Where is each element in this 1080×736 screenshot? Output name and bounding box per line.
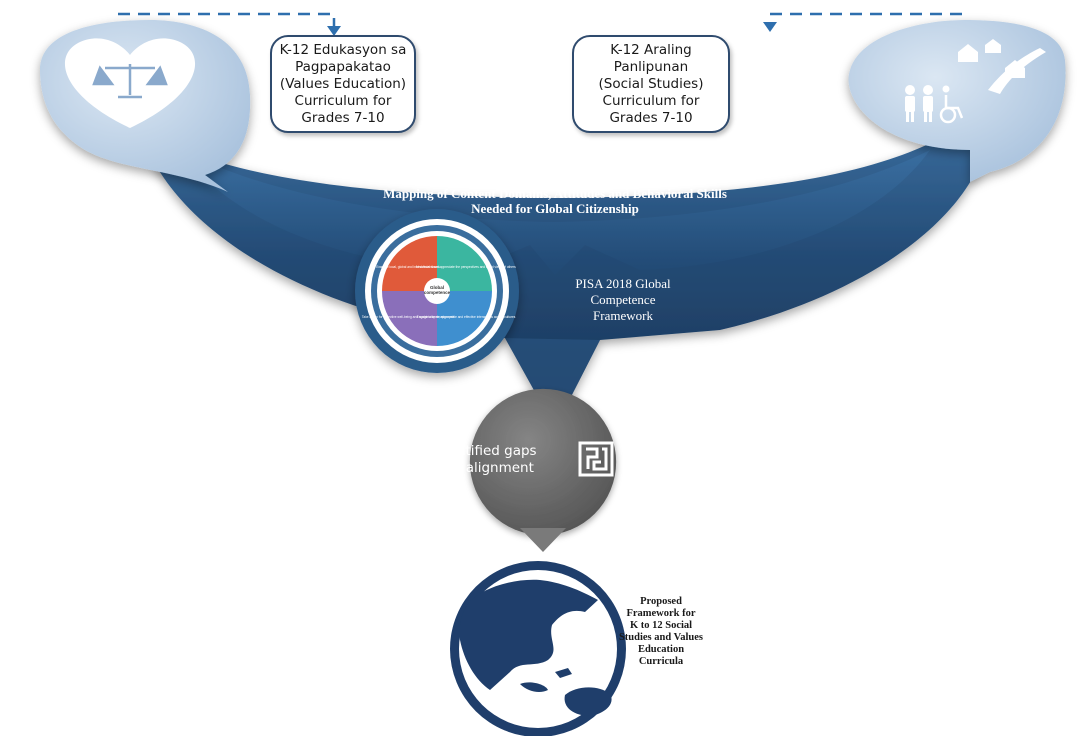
gaps-label: Identified gaps and alignment xyxy=(436,443,537,476)
scales-icon xyxy=(92,64,168,99)
arrow-head-right xyxy=(763,22,777,32)
maze-icon xyxy=(578,441,614,477)
wheelchair-icon xyxy=(939,85,964,124)
globe-icon xyxy=(450,561,626,736)
proposed-framework-label: Proposed Framework for K to 12 Social St… xyxy=(618,596,704,667)
pisa-segment-purple xyxy=(382,291,437,346)
gaps-circle xyxy=(469,388,617,536)
continent-asia xyxy=(459,579,598,690)
pisa-segment-text-4: Take action for collective well-being an… xyxy=(362,315,454,319)
pisa-segment-text-1: Examine local, global and intercultural … xyxy=(376,265,440,269)
funnel-tip-highlight xyxy=(505,338,600,428)
gaps-arrow-down xyxy=(520,528,566,552)
mapping-banner-highlight xyxy=(180,150,930,275)
pisa-segment-text-3: Engage in open, appropriate and effectiv… xyxy=(417,315,516,319)
social-pin xyxy=(848,20,1066,182)
pisa-framework-graphic xyxy=(355,209,519,373)
pisa-segment-teal xyxy=(437,236,492,291)
mapping-title: Mapping of Content Domains, Attitudes an… xyxy=(383,186,727,216)
people-icon xyxy=(905,85,933,122)
continent-australia xyxy=(564,687,612,716)
values-education-box: K-12 Edukasyon sa Pagpapakatao (Values E… xyxy=(270,35,416,133)
mapping-banner-shape xyxy=(140,120,985,428)
social-studies-box: K-12 Araling Panlipunan (Social Studies)… xyxy=(572,35,730,133)
pisa-segment-text-2: Understand and appreciate the perspectiv… xyxy=(416,265,516,269)
pisa-segment-red xyxy=(382,236,437,291)
pisa-segment-blue xyxy=(437,291,492,346)
arrow-head-left xyxy=(327,26,341,36)
pisa-label: PISA 2018 Global Competence Framework xyxy=(575,276,671,323)
dashed-connector-right xyxy=(768,12,962,22)
road-icon xyxy=(988,48,1046,94)
dashed-connector-left xyxy=(118,12,336,26)
